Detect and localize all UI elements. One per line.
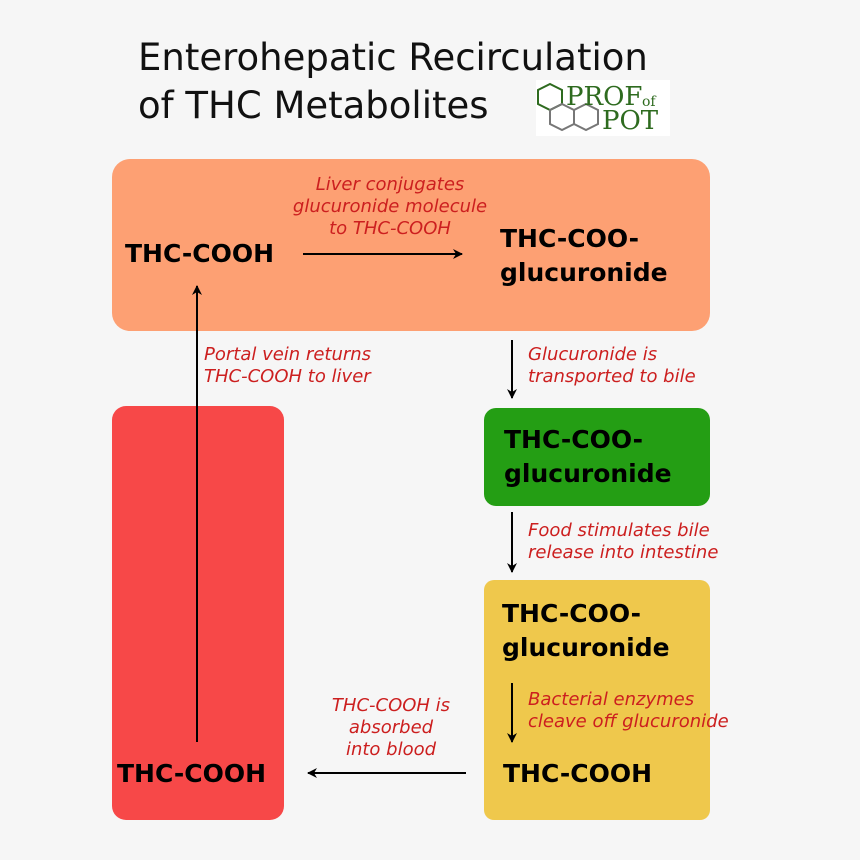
logo-hexagons-icon [536,80,670,136]
note-line: cleave off glucuronide [528,711,729,732]
logo-word-pot: POT [602,106,659,136]
intestine-box [484,580,710,820]
note-liver-conjugates: Liver conjugates glucuronide molecule to… [282,174,498,240]
page-title: Enterohepatic Recirculation of THC Metab… [138,34,648,130]
note-line: Liver conjugates [315,174,465,195]
note-line: THC-COOH to liver [204,366,371,387]
node-bile-glucuronide: THC-COO- glucuronide [504,423,672,491]
note-line: transported to bile [528,366,696,387]
node-line: THC-COO- [500,224,639,253]
title-line-2: of THC Metabolites [138,84,489,127]
liver-box [112,159,710,331]
node-line: glucuronide [502,633,670,662]
bile-box [484,408,710,506]
node-liver-glucuronide: THC-COO- glucuronide [500,222,668,290]
note-line: glucuronide molecule [292,196,488,217]
note-line: into blood [345,739,437,760]
node-line: THC-COO- [502,599,641,628]
note-line: absorbed [348,717,434,738]
prof-of-pot-logo: PROF of POT [536,80,670,136]
node-intestine-glucuronide: THC-COO- glucuronide [502,597,670,665]
note-food-stimulates: Food stimulates bile release into intest… [528,520,718,564]
title-line-1: Enterohepatic Recirculation [138,36,648,79]
logo-word-prof: PROF [566,82,643,112]
node-line: THC-COO- [504,425,643,454]
note-line: Bacterial enzymes [528,689,695,710]
node-intestine-thc-cooh: THC-COOH [503,759,653,788]
note-line: to THC-COOH [329,218,451,239]
note-line: Glucuronide is [528,344,658,365]
node-blood-thc-cooh: THC-COOH [117,759,267,788]
note-line: Food stimulates bile [528,520,710,541]
note-line: Portal vein returns [204,344,372,365]
note-transported-to-bile: Glucuronide is transported to bile [528,344,696,388]
note-line: THC-COOH is [331,695,451,716]
node-line: glucuronide [500,258,668,287]
node-liver-thc-cooh: THC-COOH [125,239,275,268]
note-line: release into intestine [528,542,719,563]
note-bacterial-enzymes: Bacterial enzymes cleave off glucuronide [528,689,729,733]
node-line: glucuronide [504,459,672,488]
note-absorbed-into-blood: THC-COOH is absorbed into blood [318,695,464,761]
note-portal-vein: Portal vein returns THC-COOH to liver [204,344,371,388]
logo-word-of: of [642,94,656,110]
